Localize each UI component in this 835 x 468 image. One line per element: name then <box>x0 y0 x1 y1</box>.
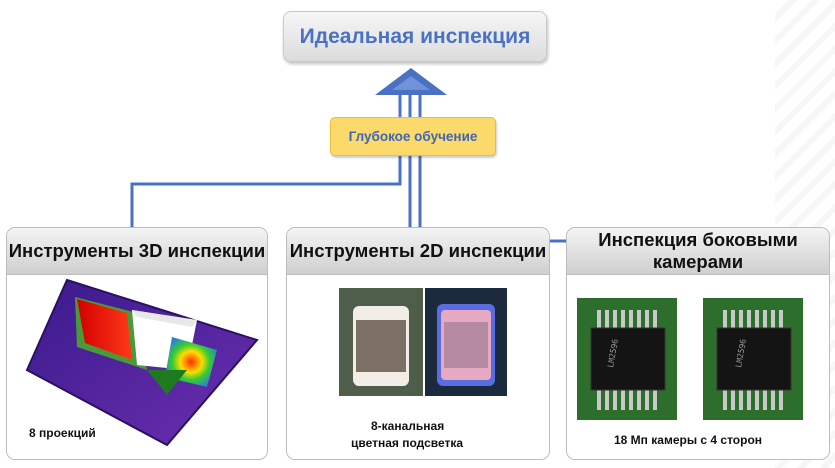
2d-component-photos <box>339 288 507 396</box>
panel-3d-title: Инструменты 3D инспекции <box>7 228 267 275</box>
panel-2d-inspection: Инструменты 2D инспекции 8-канальная цве… <box>286 227 550 460</box>
panel-3d-inspection: Инструменты 3D инспекции 8 проекций <box>6 227 268 460</box>
panel-3d-caption: 8 проекций <box>29 426 96 440</box>
side-camera-chip-photos: LM2596 LM2596 <box>577 298 803 420</box>
panel-side-title: Инспекция боковыми камерами <box>567 228 829 275</box>
ideal-inspection-box: Идеальная инспекция <box>283 11 547 62</box>
panel-2d-title: Инструменты 2D инспекции <box>287 228 549 275</box>
3d-heightmap-image <box>25 278 259 447</box>
panel-side-caption: 18 Мп камеры с 4 сторон <box>614 433 763 447</box>
panel-side-camera-inspection: Инспекция боковыми камерами LM2596 LM2 <box>566 227 830 460</box>
ideal-inspection-title: Идеальная инспекция <box>299 24 531 48</box>
panel-2d-caption-line1: 8-канальная <box>371 419 445 433</box>
deep-learning-badge: Глубокое обучение <box>330 117 496 156</box>
connector-3d <box>130 90 402 227</box>
panel-2d-caption-line2: цветная подсветка <box>351 436 464 450</box>
